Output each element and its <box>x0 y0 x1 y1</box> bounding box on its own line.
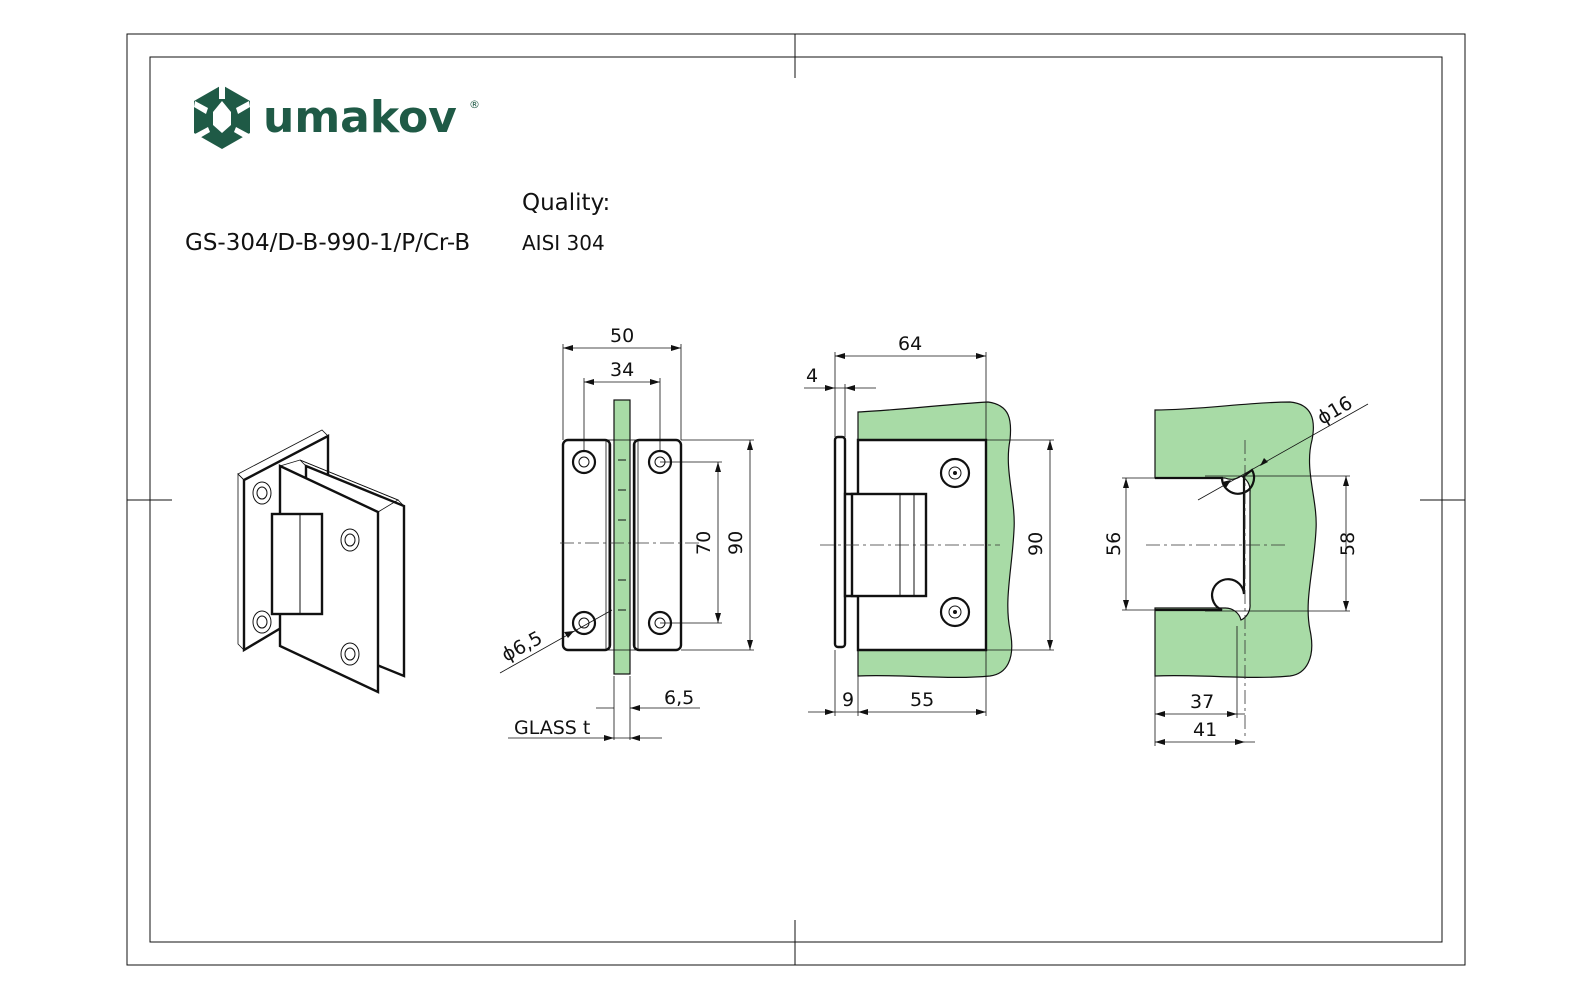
product-code: GS-304/D-B-990-1/P/Cr-B <box>185 230 470 256</box>
dim-offset-9: 9 <box>842 689 854 711</box>
dim-hole-height-70: 70 <box>693 531 715 555</box>
glass-panel <box>613 399 631 675</box>
dim-glass-thickness: GLASS t <box>514 717 590 739</box>
cutout-view: ϕ16 56 58 37 41 <box>1103 392 1369 746</box>
quality-value: AISI 304 <box>522 231 605 255</box>
dim-hole-pitch-34: 34 <box>610 359 634 381</box>
side-view: 64 4 90 9 55 <box>804 333 1054 716</box>
dim-width-50: 50 <box>610 325 634 347</box>
dim-depth-55: 55 <box>910 689 934 711</box>
front-view: 50 34 70 90 ϕ6,5 6,5 GLASS <box>498 325 754 741</box>
dim-depth-64: 64 <box>898 333 922 355</box>
dim-cutout-37: 37 <box>1190 691 1214 713</box>
brand-logo: umakov ® <box>194 85 480 149</box>
dim-plate-4: 4 <box>806 365 818 387</box>
logo-mark-icon <box>194 85 250 149</box>
registered-mark: ® <box>469 98 480 111</box>
dim-gap-6-5: 6,5 <box>664 687 694 709</box>
quality-label: Quality: <box>522 190 610 216</box>
sheet-frame <box>126 33 1466 966</box>
isometric-view <box>237 429 406 694</box>
dim-cutout-dia-16: ϕ16 <box>1314 392 1357 429</box>
dim-cutout-56: 56 <box>1103 532 1125 556</box>
brand-name: umakov <box>263 92 457 143</box>
glass-with-cutout <box>1154 401 1317 679</box>
dim-side-height-90: 90 <box>1025 532 1047 556</box>
dim-cutout-41: 41 <box>1193 719 1217 741</box>
dim-cutout-58: 58 <box>1337 532 1359 556</box>
dim-height-90: 90 <box>725 531 747 555</box>
